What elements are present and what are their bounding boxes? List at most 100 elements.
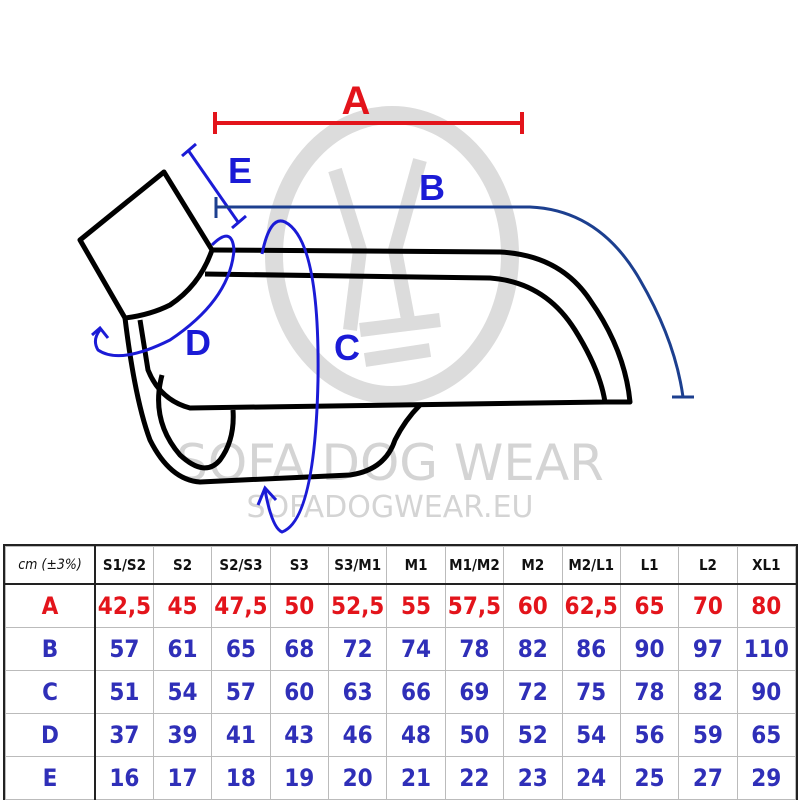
table-cell: 39 xyxy=(152,713,213,757)
table-cell: 62,5 xyxy=(561,583,621,628)
label-a: A xyxy=(342,79,371,123)
unit-label: cm (±3%) xyxy=(5,546,96,585)
size-header: L1 xyxy=(619,546,680,585)
row-label: E xyxy=(5,756,96,800)
table-cell: 56 xyxy=(619,713,680,757)
table-cell: 80 xyxy=(736,583,797,628)
table-cell: 20 xyxy=(327,756,388,800)
measure-a xyxy=(213,112,524,134)
size-header: M1 xyxy=(386,546,446,585)
table-cell: 55 xyxy=(386,583,446,628)
table-cell: 63 xyxy=(327,670,388,714)
table-cell: 52,5 xyxy=(327,583,388,628)
coat-outline xyxy=(77,169,633,485)
table-cell: 66 xyxy=(386,670,446,714)
table-cell: 65 xyxy=(736,713,797,757)
table-cell: 52 xyxy=(503,713,563,757)
table-cell: 82 xyxy=(678,670,738,714)
size-header: M2/L1 xyxy=(561,546,621,585)
size-header: M1/M2 xyxy=(444,546,505,585)
table-cell: 18 xyxy=(211,756,271,800)
table-cell: 24 xyxy=(561,756,621,800)
size-table: cm (±3%) S1/S2 S2 S2/S3 S3 S3/M1 M1 M1/M… xyxy=(3,544,798,800)
watermark-brand: SOFA DOG WEAR xyxy=(176,434,604,492)
row-label: C xyxy=(5,670,96,714)
table-cell: 42,5 xyxy=(94,583,154,628)
size-header: S3/M1 xyxy=(327,546,388,585)
table-cell: 57 xyxy=(94,627,154,671)
table-cell: 19 xyxy=(269,756,330,800)
table-cell: 51 xyxy=(94,670,154,714)
table-cell: 72 xyxy=(327,627,388,671)
table-cell: 70 xyxy=(678,583,738,628)
size-header: S2/S3 xyxy=(211,546,271,585)
measurement-diagram: SOFA DOG WEAR SOFADOGWEAR.EU A E B C D xyxy=(77,79,694,534)
table-cell: 72 xyxy=(503,670,563,714)
table-cell: 60 xyxy=(503,583,563,628)
table-cell: 86 xyxy=(561,627,621,671)
table-cell: 54 xyxy=(152,670,213,714)
table-cell: 68 xyxy=(269,627,330,671)
table-cell: 57,5 xyxy=(444,583,505,628)
watermark-logo xyxy=(265,106,519,404)
table-cell: 47,5 xyxy=(211,583,271,628)
table-cell: 29 xyxy=(736,756,797,800)
table-cell: 54 xyxy=(561,713,621,757)
table-cell: 16 xyxy=(94,756,154,800)
table-cell: 46 xyxy=(327,713,388,757)
row-label: B xyxy=(5,627,96,671)
row-label: A xyxy=(5,583,96,628)
table-cell: 78 xyxy=(619,670,680,714)
size-header: M2 xyxy=(503,546,563,585)
table-cell: 65 xyxy=(211,627,271,671)
table-cell: 90 xyxy=(736,670,797,714)
table-cell: 59 xyxy=(678,713,738,757)
table-cell: 82 xyxy=(503,627,563,671)
table-cell: 78 xyxy=(444,627,505,671)
table-cell: 57 xyxy=(211,670,271,714)
measure-c xyxy=(256,219,320,534)
table-cell: 65 xyxy=(619,583,680,628)
measure-d xyxy=(91,234,236,358)
label-c: C xyxy=(334,327,360,368)
row-label: D xyxy=(5,713,96,757)
table-cell: 41 xyxy=(211,713,271,757)
size-header: S2 xyxy=(152,546,213,585)
size-header: S3 xyxy=(269,546,330,585)
size-header: L2 xyxy=(678,546,738,585)
label-b: B xyxy=(419,167,445,208)
watermark-url: SOFADOGWEAR.EU xyxy=(246,490,533,525)
table-cell: 60 xyxy=(269,670,330,714)
table-cell: 90 xyxy=(619,627,680,671)
table-cell: 22 xyxy=(444,756,505,800)
table-cell: 61 xyxy=(152,627,213,671)
table-cell: 23 xyxy=(503,756,563,800)
table-cell: 74 xyxy=(386,627,446,671)
label-d: D xyxy=(185,322,211,363)
size-header: XL1 xyxy=(736,546,797,585)
table-cell: 21 xyxy=(386,756,446,800)
table-cell: 69 xyxy=(444,670,505,714)
table-cell: 110 xyxy=(736,627,797,671)
measure-e xyxy=(181,142,247,230)
table-cell: 50 xyxy=(444,713,505,757)
table-cell: 45 xyxy=(152,583,213,628)
table-cell: 27 xyxy=(678,756,738,800)
table-cell: 50 xyxy=(269,583,330,628)
table-cell: 43 xyxy=(269,713,330,757)
table-cell: 17 xyxy=(152,756,213,800)
size-header-row: cm (±3%) S1/S2 S2 S2/S3 S3 S3/M1 M1 M1/M… xyxy=(5,546,797,585)
label-e: E xyxy=(228,150,252,191)
table-cell: 97 xyxy=(678,627,738,671)
measure-b xyxy=(214,197,694,399)
size-header: S1/S2 xyxy=(94,546,154,585)
table-cell: 37 xyxy=(94,713,154,757)
table-cell: 75 xyxy=(561,670,621,714)
table-cell: 25 xyxy=(619,756,680,800)
table-cell: 48 xyxy=(386,713,446,757)
